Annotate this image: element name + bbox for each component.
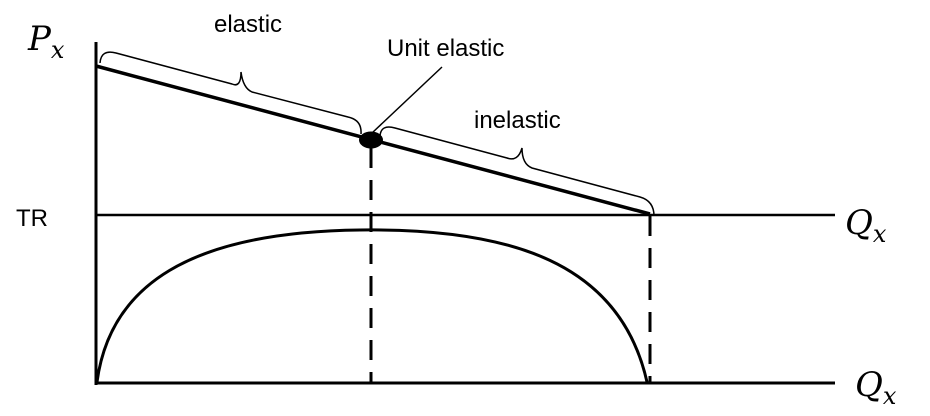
inelastic-brace (379, 126, 655, 217)
quantity-axis-bottom-label: Qx (855, 365, 897, 410)
quantity-axis-top-label: Qx (845, 203, 887, 248)
price-axis-label: Px (27, 19, 65, 64)
inelastic-label: inelastic (474, 107, 561, 134)
tr-axis-label: TR (16, 205, 48, 232)
elastic-label: elastic (214, 11, 282, 38)
unit-elastic-pointer (371, 66, 443, 134)
unit-elastic-label: Unit elastic (387, 35, 504, 62)
elastic-brace (99, 51, 362, 135)
unit-elastic-point (359, 131, 383, 149)
total-revenue-curve (95, 228, 649, 383)
